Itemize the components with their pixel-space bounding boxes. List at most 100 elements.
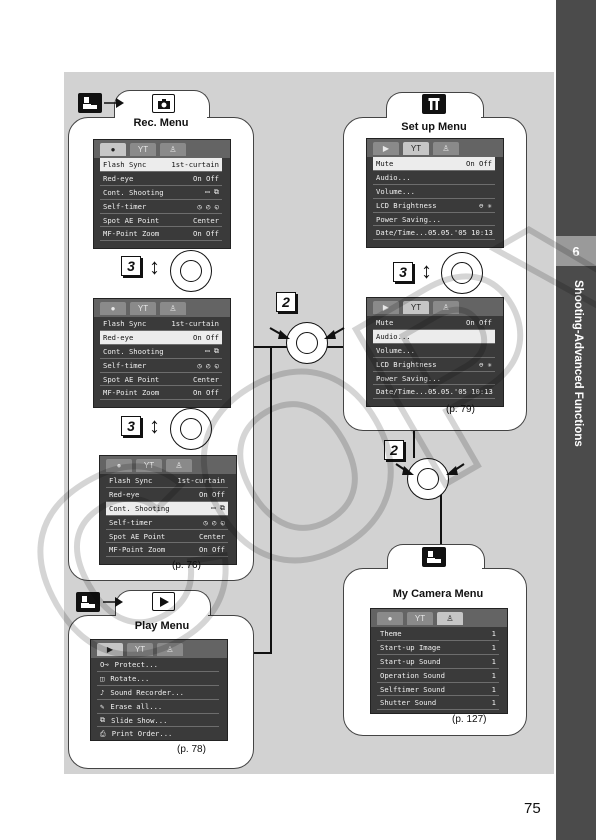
tab-setup[interactable]: YT [130, 142, 156, 156]
menu-row[interactable]: ◫Rotate... [97, 672, 219, 686]
tab-my-camera[interactable]: ♙ [433, 300, 459, 314]
play-menu-title: Play Menu [134, 620, 190, 632]
tab-setup[interactable]: YT [403, 300, 429, 314]
menu-row[interactable]: Cont. Shooting▭ ⧉ [100, 345, 222, 359]
menu-row[interactable]: ⎙Print Order... [97, 727, 219, 740]
print-icon: ⎙ [100, 728, 106, 738]
menu-row[interactable]: Audio... [373, 329, 495, 344]
play-icon [152, 592, 175, 611]
control-dial-icon[interactable] [170, 408, 212, 450]
page-reference: (p. 127) [452, 714, 487, 725]
control-dial-icon[interactable] [286, 322, 328, 364]
arrow-icon [269, 327, 290, 339]
arrow-icon [103, 597, 123, 607]
menu-row[interactable]: Cont. Shooting▭ ⧉ [106, 501, 228, 516]
up-down-arrow-icon: ↕ [421, 258, 432, 283]
menu-row[interactable]: Date/Time...05.05.'05 10:13 [373, 385, 495, 400]
tab-setup[interactable]: YT [136, 458, 162, 472]
menu-row[interactable]: Power Saving... [373, 213, 495, 227]
menu-row[interactable]: LCD Brightness⊖ ✳ [373, 358, 495, 372]
menu-tab-bar: ▶ YT ♙ [367, 139, 503, 157]
my-camera-icon [78, 93, 102, 113]
menu-row[interactable]: O⊸Protect... [97, 658, 219, 672]
tab-rec[interactable]: ● [106, 458, 132, 472]
tab-rec[interactable]: ● [100, 301, 126, 315]
menu-row[interactable]: Volume... [373, 344, 495, 358]
rotate-icon: ◫ [100, 673, 105, 683]
tab-my-camera[interactable]: ♙ [166, 458, 192, 472]
tab-setup[interactable]: YT [403, 141, 429, 155]
tab-my-camera[interactable]: ♙ [157, 642, 183, 656]
tab-play[interactable]: ▶ [373, 141, 399, 155]
menu-row[interactable]: Cont. Shooting▭ ⧉ [100, 186, 222, 200]
chapter-side-tab [556, 0, 596, 840]
erase-icon: ✎ [100, 701, 105, 711]
menu-tab-bar: ● YT ♙ [94, 299, 230, 317]
menu-row[interactable]: Self-timer◷ ◴ ◵ [100, 200, 222, 214]
menu-row[interactable]: ⧉Slide Show... [97, 714, 219, 728]
arrow-icon [104, 98, 124, 108]
microphone-icon: ♪ [100, 687, 105, 697]
menu-row[interactable]: ♪Sound Recorder... [97, 686, 219, 700]
tab-play[interactable]: ▶ [97, 642, 123, 656]
tab-play[interactable]: ▶ [373, 300, 399, 314]
chapter-number: 6 [556, 236, 596, 266]
menu-row[interactable]: Volume... [373, 185, 495, 199]
menu-row[interactable]: Self-timer◷ ◴ ◵ [100, 359, 222, 373]
menu-row[interactable]: Self-timer◷ ◴ ◵ [106, 516, 228, 530]
connector-line [440, 478, 442, 544]
menu-row[interactable]: Power Saving... [373, 372, 495, 386]
menu-row[interactable]: Date/Time...05.05.'05 10:13 [373, 226, 495, 241]
tab-my-camera[interactable]: ♙ [160, 301, 186, 315]
tab-setup[interactable]: YT [130, 301, 156, 315]
menu-row[interactable]: ✎Erase all... [97, 700, 219, 714]
menu-tab-bar: ● YT ♙ [100, 456, 236, 474]
tab-my-camera[interactable]: ♙ [160, 142, 186, 156]
menu-row[interactable]: Audio... [373, 171, 495, 185]
tab-rec[interactable]: ● [377, 611, 403, 625]
tab-setup[interactable]: YT [127, 642, 153, 656]
page-reference: (p. 76) [172, 560, 201, 571]
camera-icon [152, 94, 175, 113]
menu-row[interactable]: LCD Brightness⊖ ✳ [373, 199, 495, 213]
control-dial-icon[interactable] [170, 250, 212, 292]
tab-rec[interactable]: ● [100, 142, 126, 156]
connector-line [270, 346, 272, 652]
menu-tab-bar: ▶ YT ♙ [367, 298, 503, 316]
control-dial-icon[interactable] [441, 252, 483, 294]
tab-my-camera[interactable]: ♙ [433, 141, 459, 155]
page-number: 75 [524, 800, 541, 817]
rec-menu-title: Rec. Menu [133, 117, 189, 129]
my-camera-icon [422, 547, 446, 567]
control-dial-icon[interactable] [407, 458, 449, 500]
step-number: 2 [384, 440, 404, 460]
tab-my-camera[interactable]: ♙ [437, 611, 463, 625]
connector-line [326, 346, 346, 348]
tab-setup[interactable]: YT [407, 611, 433, 625]
play-menu-screen: ▶ YT ♙ O⊸Protect... ◫Rotate... ♪Sound Re… [90, 639, 228, 741]
